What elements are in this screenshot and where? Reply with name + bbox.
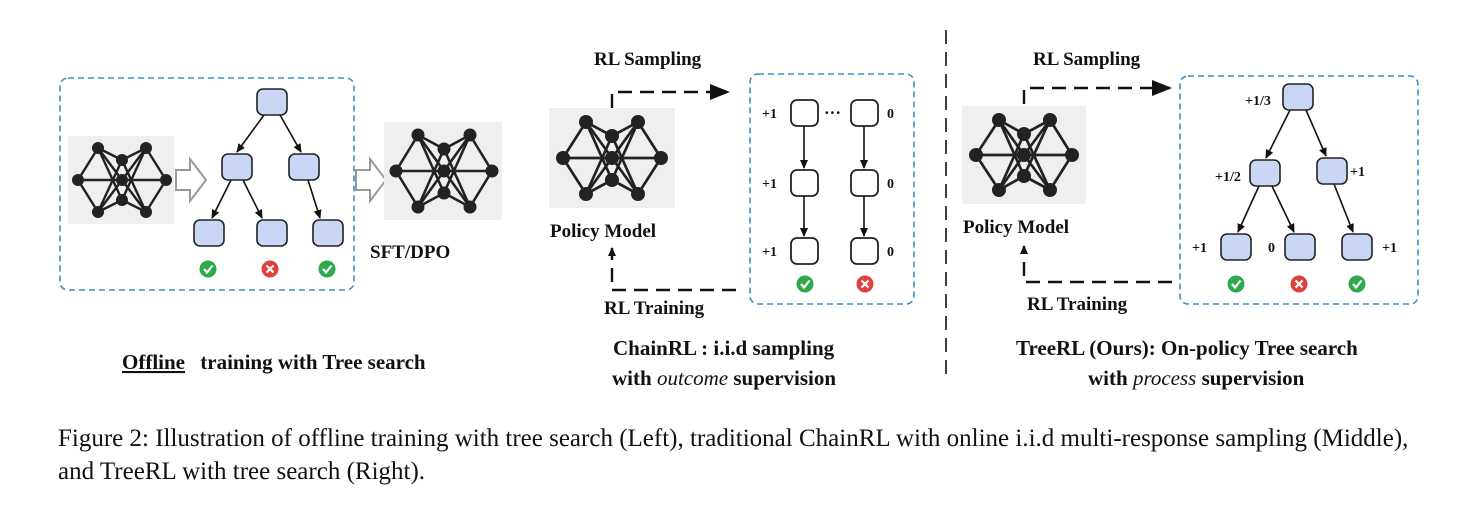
tree-node [1341, 233, 1373, 261]
sft-dpo-label: SFT/DPO [370, 242, 450, 263]
check-icon [1227, 275, 1245, 293]
treerl-dashed-box [1179, 75, 1419, 305]
treerl-training-arrow [1020, 245, 1172, 284]
figure-canvas: SFT/DPO Offline training with Tree searc… [59, 30, 1419, 390]
leaf-reward: 0 [1268, 241, 1275, 256]
chain1-reward: +1 [762, 177, 777, 192]
tree-node [1284, 233, 1316, 261]
treerl-model-label: Policy Model [963, 217, 1069, 238]
mid-left-reward: +1/2 [1215, 170, 1241, 185]
treerl-network-icon [962, 106, 1086, 204]
tree-node [1282, 83, 1314, 111]
treerl-sampling-label: RL Sampling [1033, 49, 1141, 70]
leaf-reward: +1 [1192, 241, 1207, 256]
chainrl-chains: ··· +1 +1 +1 0 0 0 [762, 99, 894, 293]
chainrl-dashed-box [749, 73, 915, 305]
treerl-title-line1: TreeRL (Ours): On-policy Tree search [1016, 336, 1358, 360]
chainrl-model-label: Policy Model [550, 221, 656, 242]
offline-hollow-arrow-2 [355, 156, 388, 204]
figure-caption: Figure 2: Illustration of offline traini… [58, 422, 1438, 488]
chain-node [790, 99, 819, 127]
offline-title: Offline training with Tree search [122, 350, 426, 374]
tree-node [288, 153, 320, 181]
chain1-reward: +1 [762, 107, 777, 122]
tree-node [221, 153, 253, 181]
chainrl-sampling-arrow [610, 84, 730, 108]
root-reward: +1/3 [1245, 94, 1271, 109]
chainrl-title-line1: ChainRL : i.i.d sampling [613, 336, 835, 360]
cross-icon [261, 260, 279, 278]
chainrl-network-icon [549, 108, 675, 208]
chain2-reward: 0 [887, 107, 894, 122]
chain2-reward: 0 [887, 245, 894, 260]
tree-node [256, 219, 288, 247]
chain-node [790, 169, 819, 197]
chain-node [850, 99, 879, 127]
mid-right-reward: +1 [1350, 165, 1365, 180]
tree-node [1316, 157, 1348, 185]
offline-title-underlined: Offline [122, 350, 185, 374]
chain1-reward: +1 [762, 245, 777, 260]
figure-caption-text: Figure 2: Illustration of offline traini… [58, 425, 1409, 485]
check-icon [318, 260, 336, 278]
tree-node [193, 219, 225, 247]
trained-network-icon [384, 122, 502, 220]
check-icon [199, 260, 217, 278]
tree-node [1249, 159, 1281, 187]
tree-node [312, 219, 344, 247]
chainrl-title-line2: with outcome supervision [612, 366, 836, 390]
tree-node [256, 88, 288, 116]
cross-icon [856, 275, 874, 293]
offline-network-icon [68, 136, 174, 224]
treerl-sampling-arrow [1022, 80, 1172, 104]
chain-node [850, 169, 879, 197]
chain-node [850, 237, 879, 265]
check-icon [796, 275, 814, 293]
chainrl-sampling-label: RL Sampling [594, 49, 702, 70]
chainrl-training-arrow [608, 247, 736, 292]
check-icon [1348, 275, 1366, 293]
chain2-reward: 0 [887, 177, 894, 192]
treerl-title-line2: with process supervision [1088, 366, 1305, 390]
offline-tree [193, 88, 344, 278]
chain-ellipsis: ··· [824, 103, 841, 122]
cross-icon [1290, 275, 1308, 293]
chain-node [790, 237, 819, 265]
treerl-training-label: RL Training [1027, 294, 1128, 315]
offline-title-rest: training with Tree search [200, 350, 426, 374]
treerl-tree: +1/3 +1/2 +1 +1 0 +1 [1192, 83, 1397, 293]
chainrl-training-label: RL Training [604, 298, 705, 319]
tree-node [1220, 233, 1252, 261]
offline-hollow-arrow-1 [175, 156, 208, 204]
leaf-reward: +1 [1382, 241, 1397, 256]
